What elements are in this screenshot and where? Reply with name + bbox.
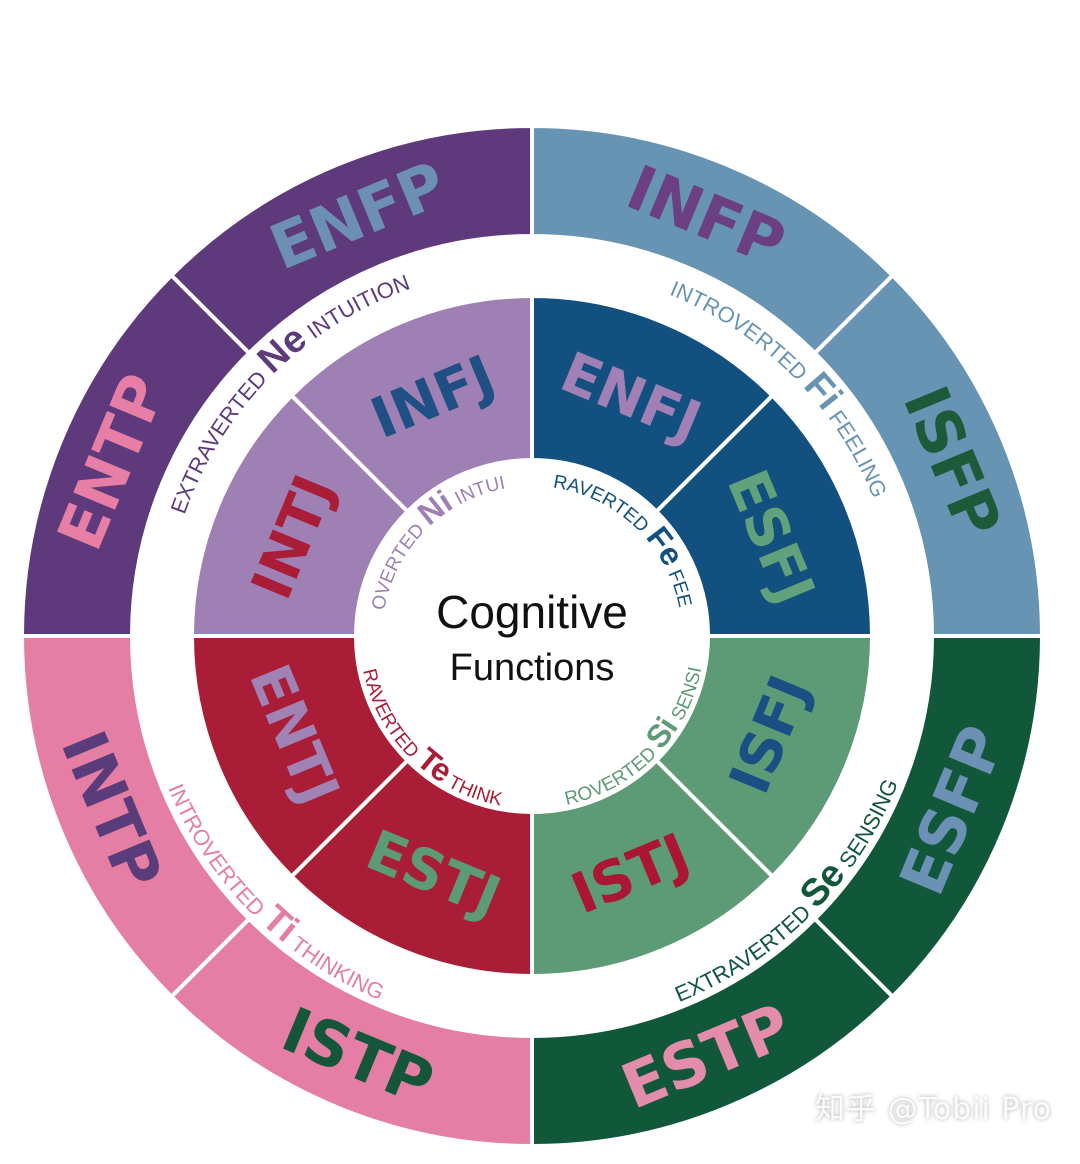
watermark: 知乎 @Tobii Pro bbox=[815, 1092, 1052, 1127]
outer-segment-fill-entp bbox=[19, 272, 252, 638]
inner-segment-fill-istj bbox=[530, 757, 776, 979]
inner-segment-intj: INTJ bbox=[189, 392, 411, 638]
inner-segment-fill-entj bbox=[189, 634, 411, 880]
inner-segment-isfj: ISFJ bbox=[653, 634, 875, 880]
center-title: Cognitive Functions bbox=[436, 586, 628, 689]
inner-segment-fill-isfj bbox=[653, 634, 875, 880]
inner-segment-fill-intj bbox=[189, 392, 411, 638]
inner-segment-enfj: ENFJ bbox=[530, 293, 776, 515]
inner-segment-fill-esfj bbox=[653, 392, 875, 638]
inner-segment-entj: ENTJ bbox=[189, 634, 411, 880]
inner-segment-fill-estj bbox=[288, 757, 534, 979]
inner-segment-fill-enfj bbox=[530, 293, 776, 515]
inner-segment-infj: INFJ bbox=[288, 293, 534, 515]
center-title-line2: Functions bbox=[450, 647, 615, 689]
inner-segment-fill-infj bbox=[288, 293, 534, 515]
outer-segment-istp: ISTP bbox=[168, 916, 534, 1149]
center-title-line1: Cognitive bbox=[436, 586, 628, 638]
inner-segment-estj: ESTJ bbox=[288, 757, 534, 979]
inner-segment-esfj: ESFJ bbox=[653, 392, 875, 638]
inner-segment-istj: ISTJ bbox=[530, 757, 776, 979]
